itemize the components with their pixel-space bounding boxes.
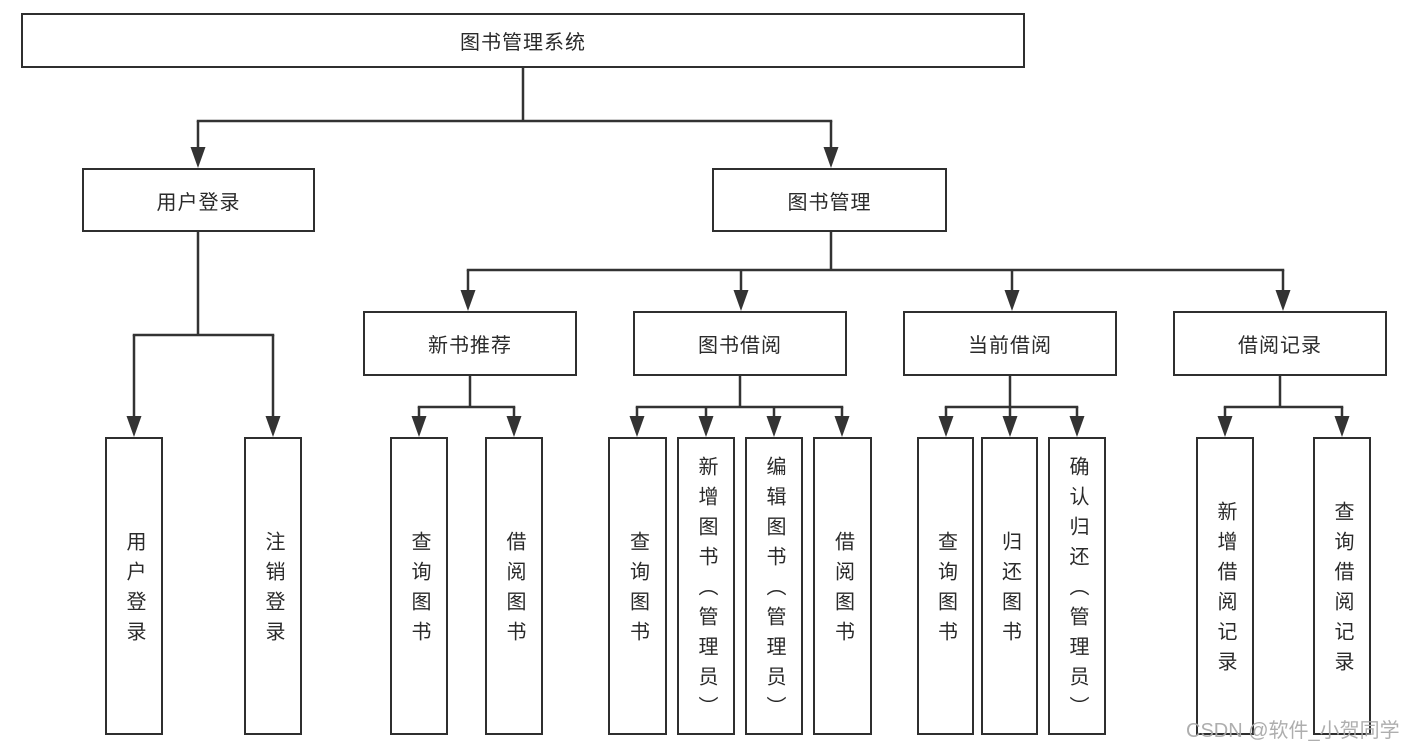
connector-book-borrow-to-leaves	[629, 376, 850, 437]
leaf-logout-label: 注销登录	[262, 531, 284, 651]
node-user-login-label: 用户登录	[156, 191, 241, 214]
node-new-book-recommend: 新书推荐	[363, 311, 577, 376]
leaf-add-borrow-record: 新增借阅记录	[1196, 437, 1254, 735]
leaf-query-borrow-record-label: 查询借阅记录	[1331, 501, 1353, 681]
node-book-management: 图书管理	[712, 168, 947, 232]
csdn-watermark: CSDN @软件_小贺同学	[1186, 720, 1400, 742]
leaf-query-borrow-record: 查询借阅记录	[1313, 437, 1371, 735]
leaf-query-books-3: 查询图书	[917, 437, 974, 735]
node-book-borrow: 图书借阅	[633, 311, 847, 376]
node-borrow-records: 借阅记录	[1173, 311, 1387, 376]
leaf-confirm-return-admin-label: 确认归还（管理员）	[1066, 456, 1088, 726]
connector-user-login-to-leaves	[126, 232, 281, 437]
leaf-edit-books-admin-label: 编辑图书（管理员）	[763, 456, 785, 726]
leaf-borrow-books-1-label: 借阅图书	[503, 531, 525, 651]
leaf-logout: 注销登录	[244, 437, 302, 735]
leaf-borrow-books-2: 借阅图书	[813, 437, 872, 735]
leaf-query-books-2-label: 查询图书	[626, 531, 649, 651]
node-borrow-records-label: 借阅记录	[1238, 335, 1322, 357]
leaf-query-books-2: 查询图书	[608, 437, 667, 735]
node-user-login: 用户登录	[82, 168, 315, 232]
leaf-borrow-books-1: 借阅图书	[485, 437, 543, 735]
connector-root-to-level2	[190, 68, 839, 168]
leaf-add-books-admin: 新增图书（管理员）	[677, 437, 735, 735]
leaf-return-books: 归还图书	[981, 437, 1038, 735]
node-root: 图书管理系统	[21, 13, 1025, 68]
connector-new-books-to-leaves	[411, 376, 522, 437]
connector-book-mgmt-to-sections	[460, 232, 1291, 311]
leaf-query-books-1: 查询图书	[390, 437, 448, 735]
leaf-edit-books-admin: 编辑图书（管理员）	[745, 437, 803, 735]
node-current-borrow: 当前借阅	[903, 311, 1117, 376]
leaf-return-books-label: 归还图书	[998, 531, 1021, 651]
leaf-user-login-label: 用户登录	[123, 531, 145, 651]
node-root-label: 图书管理系统	[460, 32, 586, 54]
leaf-query-books-1-label: 查询图书	[408, 531, 430, 651]
leaf-add-borrow-record-label: 新增借阅记录	[1214, 501, 1236, 681]
node-current-borrow-label: 当前借阅	[968, 335, 1052, 357]
leaf-user-login: 用户登录	[105, 437, 163, 735]
leaf-borrow-books-2-label: 借阅图书	[831, 531, 854, 651]
node-new-book-recommend-label: 新书推荐	[428, 335, 512, 357]
node-book-management-label: 图书管理	[787, 191, 872, 214]
connector-current-borrow-to-leaves	[938, 376, 1085, 437]
node-book-borrow-label: 图书借阅	[698, 335, 782, 357]
leaf-confirm-return-admin: 确认归还（管理员）	[1048, 437, 1106, 735]
leaf-query-books-3-label: 查询图书	[934, 531, 957, 651]
connector-borrow-records-to-leaves	[1217, 376, 1350, 437]
leaf-add-books-admin-label: 新增图书（管理员）	[695, 456, 717, 726]
